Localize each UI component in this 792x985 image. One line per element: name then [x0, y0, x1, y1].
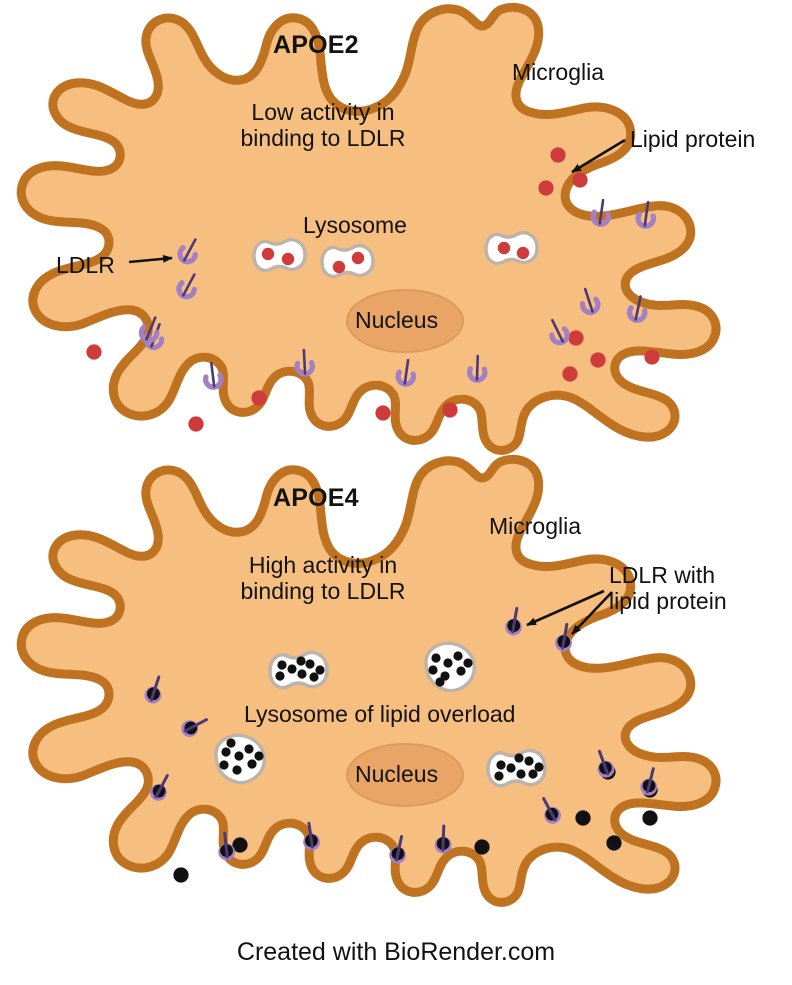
apoe2-lysosome-group [252, 230, 539, 279]
lipid-protein-dot [375, 405, 391, 421]
apoe2-lipid-protein-group [86, 147, 660, 432]
ldlr-bound-arrow-2 [571, 591, 613, 635]
lipid-protein-dot [474, 839, 490, 855]
apoe4-panel-title: APOE4 [273, 484, 359, 512]
lipid-protein-dot [538, 180, 554, 196]
apoe2-lipid-protein-label: Lipid protein [630, 126, 756, 152]
lipid-protein-arrow [571, 138, 626, 174]
apoe4-lysosome-group [214, 641, 547, 788]
apoe2-nucleus [346, 289, 464, 353]
apoe4-description-line2: binding to LDLR [240, 578, 406, 604]
apoe2-description-line1: Low activity in [251, 99, 395, 125]
apoe4-lipid-protein-group [173, 764, 658, 883]
lipid-protein-dot [642, 810, 658, 826]
apoe4-description-line1: High activity in [248, 552, 398, 578]
lipid-protein-dot [188, 416, 204, 432]
apoe2-panel-title: APOE2 [273, 31, 359, 59]
lipid-protein-dot [644, 349, 660, 365]
apoe4-nucleus [346, 743, 464, 807]
lipid-protein-dot [550, 147, 566, 163]
apoe2-microglia-cell [16, 2, 721, 455]
lipid-protein-dot [572, 172, 588, 188]
ldlr-bound-arrow-1 [526, 589, 605, 627]
apoe2-nucleus-label: Nucleus [355, 307, 439, 333]
lipid-protein-dot [232, 837, 248, 853]
lipid-protein-dot [442, 402, 458, 418]
apoe4-callout-arrows [526, 589, 613, 635]
apoe4-microglia-label: Microglia [489, 513, 582, 539]
lipid-protein-dot [173, 867, 189, 883]
apoe2-lysosome-label: Lysosome [303, 212, 407, 238]
lipid-protein-dot [590, 352, 606, 368]
apoe4-microglia-cell [16, 454, 721, 907]
apoe4-ldlr-bound-label-line1: LDLR with [609, 562, 716, 588]
apoe2-microglia-label: Microglia [512, 59, 605, 85]
lipid-protein-dot [562, 366, 578, 382]
ldlr-receptor [592, 199, 611, 225]
apoe4-nucleus-label: Nucleus [355, 761, 439, 787]
lipid-protein-dot [606, 835, 622, 851]
lipid-protein-dot [568, 330, 584, 346]
ldlr-arrow [128, 254, 173, 264]
lipid-protein-dot [575, 810, 591, 826]
apoe4-ldlr-bound-label-line2: lipid protein [609, 588, 727, 614]
apoe2-ldlr-label: LDLR [56, 252, 115, 278]
lipid-protein-dot [86, 344, 102, 360]
apoe2-callout-arrows [128, 138, 626, 264]
lipid-protein-dot [251, 390, 267, 406]
apoe4-lysosome-label: Lysosome of lipid overload [244, 701, 516, 727]
figure-caption: Created with BioRender.com [236, 938, 556, 966]
apoe2-description-line2: binding to LDLR [240, 125, 406, 151]
